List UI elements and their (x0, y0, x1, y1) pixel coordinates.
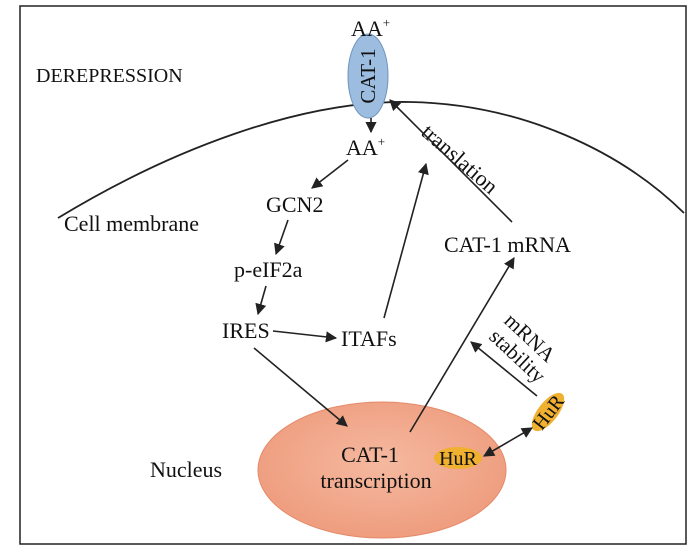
svg-text:HuR: HuR (439, 448, 477, 470)
arrow-aa-to-gcn2 (311, 159, 349, 189)
cell-membrane-label: Cell membrane (64, 211, 199, 236)
cat1-transporter-label: CAT-1 (356, 48, 380, 103)
arrow-mrna-to-transporter (389, 99, 513, 223)
derepression-label: DEREPRESSION (36, 65, 183, 87)
peif2a-label: p-eIF2a (234, 257, 303, 282)
arrow-transcription-to-mrna (409, 257, 515, 433)
hur-inside: HuR (434, 447, 482, 470)
arrow-ires-to-transcription (253, 347, 348, 427)
hur-outside: HuR (528, 390, 569, 434)
transcription-label-line1: CAT-1 (341, 442, 399, 467)
arrow-itafs-to-translation (383, 162, 429, 319)
arrow-hur-inside-to-outside (483, 427, 533, 457)
aa-outside-label: AA+ (351, 15, 390, 41)
transcription-label-line2: transcription (320, 468, 431, 493)
arrow-peif2a-to-ires (255, 285, 267, 316)
cat1-transporter (347, 33, 389, 119)
gcn2-label: GCN2 (266, 192, 323, 217)
ires-label: IRES (222, 318, 270, 343)
arrow-ires-to-itafs (272, 330, 338, 343)
diagram-frame (19, 5, 687, 545)
aa-inside-label: AA+ (346, 134, 385, 160)
translation-label: translation (417, 119, 503, 199)
arrow-hur-to-mrna-stability (470, 341, 538, 397)
cat1-mrna-label: CAT-1 mRNA (444, 232, 571, 257)
arrow-gcn2-to-peif2a (274, 219, 289, 256)
nucleus (257, 401, 507, 539)
itafs-label: ITAFs (341, 326, 397, 351)
cell-membrane-curve (57, 101, 685, 219)
nucleus-label: Nucleus (150, 457, 222, 482)
